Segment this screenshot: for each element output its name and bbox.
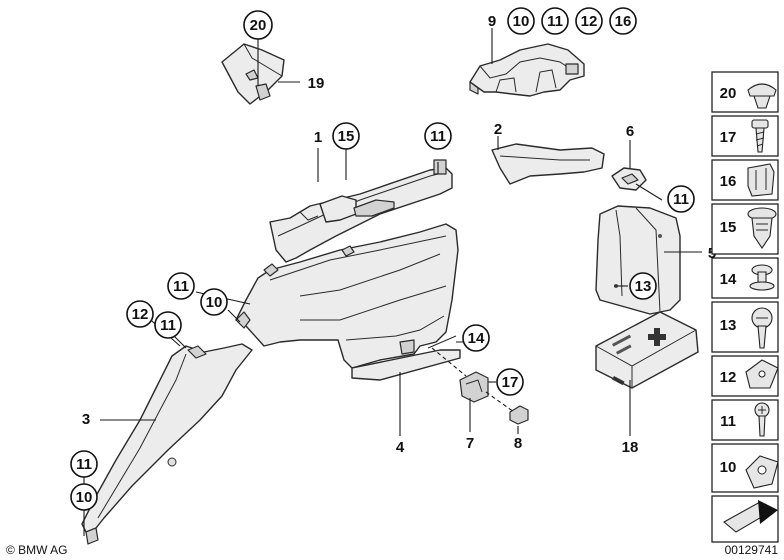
svg-text:9: 9 [488, 13, 496, 30]
svg-text:18: 18 [622, 439, 639, 456]
callout-2[interactable]: 2 [494, 121, 502, 138]
svg-text:14: 14 [468, 330, 485, 347]
callout-6[interactable]: 6 [626, 123, 634, 140]
callout-17-main[interactable]: 17 [496, 368, 524, 396]
svg-text:11: 11 [76, 456, 92, 473]
clip-8 [509, 405, 529, 425]
svg-text:10: 10 [206, 294, 223, 311]
trim-panel-1 [269, 159, 453, 263]
svg-text:12: 12 [581, 13, 598, 30]
callout-7[interactable]: 7 [466, 435, 474, 452]
svg-text:19: 19 [308, 75, 325, 92]
callout-11-c[interactable]: 11 [167, 272, 195, 300]
callout-9[interactable]: 9 [488, 13, 496, 30]
trim-piece-2 [491, 143, 605, 185]
screw-icon [751, 119, 769, 153]
component-label-13: 13 [720, 317, 737, 334]
svg-text:11: 11 [673, 191, 689, 208]
callout-18[interactable]: 18 [622, 439, 639, 456]
diagram-number: 00129741 [725, 543, 779, 557]
component-label-15: 15 [720, 219, 737, 236]
callout-15-top[interactable]: 15 [332, 122, 360, 150]
plug-icon [749, 264, 775, 291]
spring-clip-icon [747, 163, 775, 197]
side-panel-5 [595, 205, 681, 315]
clip-7 [459, 371, 489, 403]
svg-text:3: 3 [82, 411, 90, 428]
callout-19[interactable]: 19 [308, 75, 325, 92]
component-row-14[interactable] [711, 257, 779, 299]
component-label-17: 17 [720, 129, 737, 146]
callouts: 20 19 9 10 11 12 16 1 15 [70, 7, 716, 511]
dash-14-7 [431, 347, 467, 377]
callout-12-top[interactable]: 12 [575, 7, 603, 35]
callout-14-main[interactable]: 14 [462, 324, 490, 352]
callout-12-d[interactable]: 12 [126, 300, 154, 328]
footer: © BMW AG 00129741 [6, 543, 778, 557]
svg-text:11: 11 [173, 278, 189, 295]
first-aid-kit-18 [595, 311, 699, 389]
component-label-10: 10 [720, 459, 737, 476]
svg-text:20: 20 [250, 17, 267, 34]
screw-head-icon [751, 307, 773, 349]
bracket-19 [221, 43, 285, 105]
callout-3[interactable]: 3 [82, 411, 90, 428]
callout-20-top[interactable]: 20 [243, 10, 273, 40]
leader-10-c [227, 309, 241, 323]
components-panel: 20 17 16 15 14 13 12 11 10 [711, 71, 779, 543]
component-label-12: 12 [720, 369, 737, 386]
clip-nut-icon [745, 455, 779, 489]
svg-text:4: 4 [396, 439, 405, 456]
callout-8[interactable]: 8 [514, 435, 522, 452]
svg-text:12: 12 [132, 306, 149, 323]
svg-text:17: 17 [502, 374, 519, 391]
callout-4[interactable]: 4 [396, 439, 405, 456]
copyright-text: © BMW AG [6, 543, 68, 557]
svg-text:7: 7 [466, 435, 474, 452]
push-rivet-icon [747, 83, 777, 109]
component-label-14: 14 [720, 271, 737, 288]
svg-text:11: 11 [547, 13, 563, 30]
bolt-icon [754, 402, 770, 437]
callout-13-main[interactable]: 13 [629, 272, 657, 300]
callout-10-top[interactable]: 10 [507, 7, 535, 35]
callout-16-top[interactable]: 16 [609, 7, 637, 35]
svg-text:2: 2 [494, 121, 502, 138]
svg-text:11: 11 [430, 128, 446, 145]
svg-text:8: 8 [514, 435, 522, 452]
bracket-assembly-9 [469, 43, 585, 97]
component-label-16: 16 [720, 173, 737, 190]
svg-text:6: 6 [626, 123, 634, 140]
callout-11-e[interactable]: 11 [70, 450, 98, 478]
callout-11-d[interactable]: 11 [154, 311, 182, 339]
callout-11-a[interactable]: 11 [424, 122, 452, 150]
svg-text:10: 10 [76, 489, 93, 506]
dash-7-8 [485, 391, 515, 413]
component-label-11: 11 [720, 413, 736, 430]
svg-text:10: 10 [513, 13, 530, 30]
lower-trim-panel-4 [235, 223, 461, 381]
speed-nut-icon [745, 359, 779, 389]
svg-text:15: 15 [338, 128, 355, 145]
svg-text:16: 16 [615, 13, 632, 30]
svg-text:13: 13 [635, 278, 652, 295]
callout-1[interactable]: 1 [314, 129, 322, 146]
callout-11-b[interactable]: 11 [667, 185, 695, 213]
leader-11-b [635, 183, 663, 201]
component-label-20: 20 [720, 85, 737, 102]
svg-text:1: 1 [314, 129, 322, 146]
callout-11-top[interactable]: 11 [541, 7, 569, 35]
callout-10-e[interactable]: 10 [70, 483, 98, 511]
next-page-arrow-icon [723, 500, 778, 533]
svg-text:11: 11 [160, 317, 176, 334]
expanding-clip-icon [747, 207, 777, 249]
pillar-trim-3 [81, 343, 253, 545]
callout-10-c[interactable]: 10 [200, 288, 228, 316]
